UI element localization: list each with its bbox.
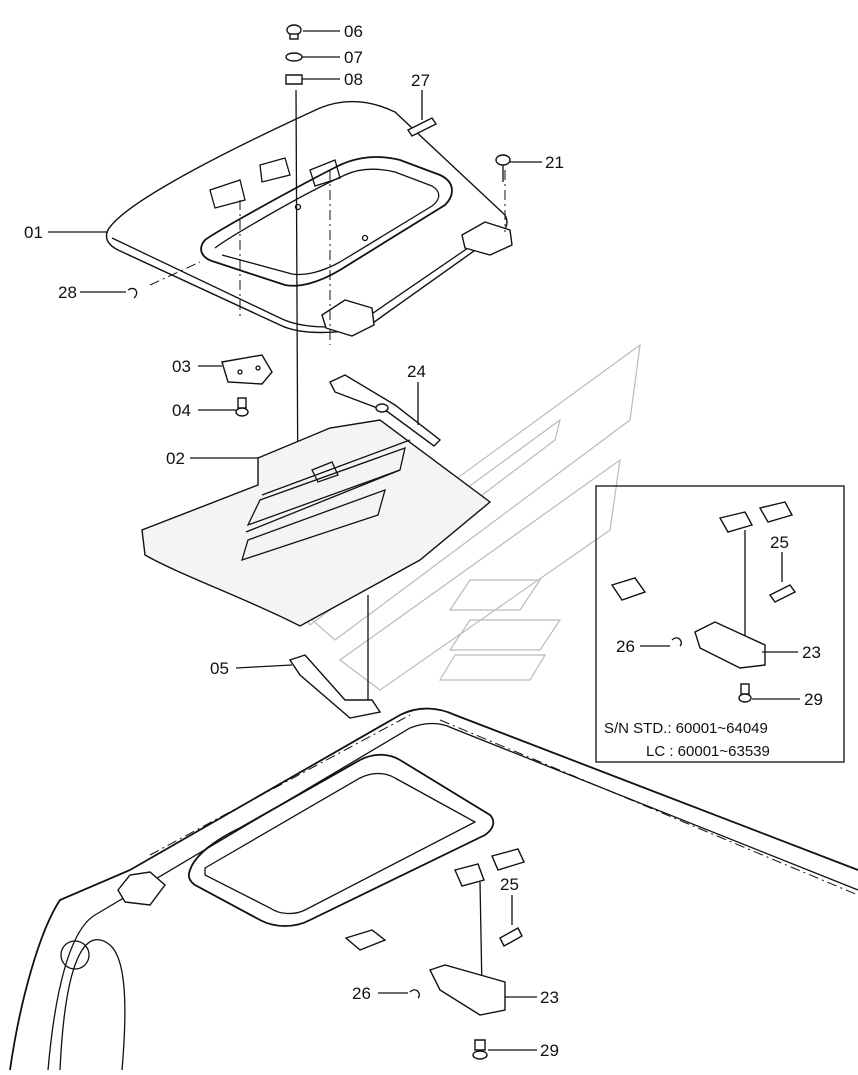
plate-part-03 (221, 354, 273, 385)
bolt-part-04 (235, 397, 249, 417)
inset-label-26: 26 (616, 637, 635, 656)
hinge-group-main (409, 848, 525, 1060)
bolt-part-27 (406, 117, 438, 137)
main-label-25: 25 (500, 875, 519, 894)
label-24: 24 (407, 362, 426, 381)
label-06: 06 (344, 22, 363, 41)
label-01: 01 (24, 223, 43, 242)
label-07: 07 (344, 48, 363, 67)
label-08: 08 (344, 70, 363, 89)
dash-line-d (149, 261, 201, 286)
leader-lines (48, 30, 800, 1051)
main-label-29: 29 (540, 1041, 559, 1060)
inset-label-23: 23 (802, 643, 821, 662)
roof-hatch-part-01 (105, 100, 513, 337)
main-label-23: 23 (540, 988, 559, 1007)
cab-roof-structure (9, 707, 858, 1071)
label-04: 04 (172, 401, 191, 420)
inset-label-25: 25 (770, 533, 789, 552)
inset-label-29: 29 (804, 690, 823, 709)
cap-part-06 (286, 24, 302, 40)
shaft-part-24 (329, 374, 442, 447)
nut-part-08 (285, 74, 303, 85)
label-03: 03 (172, 357, 191, 376)
bracket-part-05 (288, 595, 382, 719)
label-28: 28 (58, 283, 77, 302)
label-27: 27 (411, 71, 430, 90)
inset-sn-line-2: LC : 60001~63539 (646, 743, 770, 760)
screw-part-21 (495, 154, 511, 182)
label-21: 21 (545, 153, 564, 172)
label-05: 05 (210, 659, 229, 678)
mat-part-02 (141, 419, 492, 627)
inset-sn-line-1: S/N STD.: 60001~64049 (604, 720, 768, 737)
washer-part-07 (285, 52, 303, 62)
clip-part-28 (127, 287, 138, 299)
main-label-26: 26 (352, 984, 371, 1003)
inset-box (595, 485, 845, 763)
label-02: 02 (166, 449, 185, 468)
